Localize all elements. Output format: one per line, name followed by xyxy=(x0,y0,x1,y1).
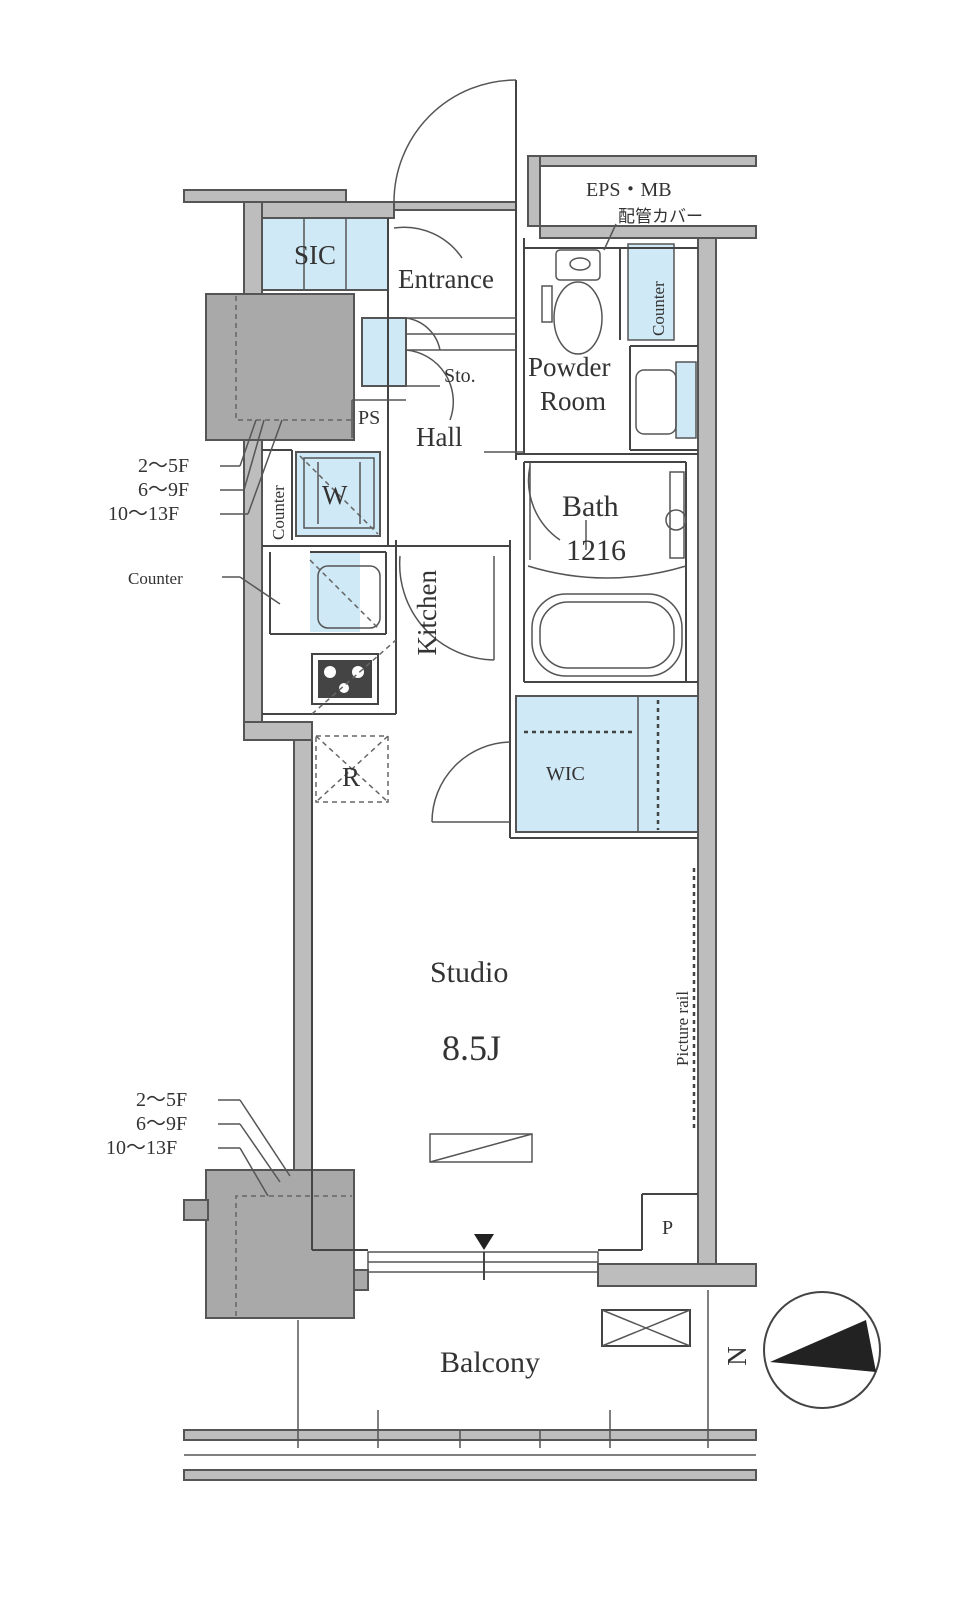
labels: EPS・MB 配管カバー SIC Entrance Sto. PS Hall P… xyxy=(106,179,703,1379)
powder-shelf xyxy=(675,361,697,439)
air-conditioner-icon xyxy=(429,1133,533,1163)
studio-label: Studio xyxy=(430,956,508,989)
bathtub-icon xyxy=(527,471,687,677)
floor-note-top-2: 6〜9F xyxy=(138,479,189,501)
floor-note-leaders xyxy=(218,419,291,1197)
pipe-space-label: PS xyxy=(358,407,380,429)
studio-size-label: 8.5J xyxy=(442,1028,501,1068)
powder-room-label-1: Powder xyxy=(528,352,611,382)
exterior-walls xyxy=(183,155,757,1481)
kitchen-label: Kitchen xyxy=(412,570,442,656)
entrance-label: Entrance xyxy=(398,264,494,294)
counter-kitchen-label: Counter xyxy=(128,569,183,588)
floor-note-bottom-1: 2〜5F xyxy=(136,1089,187,1111)
floor-note-bottom-2: 6〜9F xyxy=(136,1113,187,1135)
bath-label: Bath xyxy=(562,490,619,523)
powder-counter xyxy=(627,243,675,341)
refrigerator-label: R xyxy=(342,762,360,792)
toilet-icon xyxy=(541,249,603,355)
washer-icon xyxy=(299,455,379,535)
counter-powder-label: Counter xyxy=(649,281,668,336)
north-arrow-icon xyxy=(770,1320,876,1372)
wic-closet xyxy=(515,695,699,833)
wic-label: WIC xyxy=(546,763,585,785)
doors xyxy=(367,79,617,1280)
compass: N xyxy=(722,1291,881,1409)
shoe-storage xyxy=(361,317,407,387)
washer-label: W xyxy=(322,480,348,510)
stove-icon xyxy=(311,639,397,715)
powder-room-label-2: Room xyxy=(540,386,606,416)
fixtures xyxy=(299,249,691,1347)
counter-left-label: Counter xyxy=(269,485,288,540)
bath-size-label: 1216 xyxy=(566,534,626,567)
outdoor-unit-icon xyxy=(601,1309,691,1347)
pipe-cover-label: 配管カバー xyxy=(618,207,703,226)
floor-note-bottom-3: 10〜13F xyxy=(106,1137,177,1159)
floor-note-top-1: 2〜5F xyxy=(138,455,189,477)
eps-mb-label: EPS・MB xyxy=(586,179,672,201)
p-label: P xyxy=(662,1217,673,1239)
kitchen-sink-icon xyxy=(309,559,381,631)
compass-north-label: N xyxy=(722,1346,752,1366)
balcony-label: Balcony xyxy=(440,1346,540,1379)
sic-closet xyxy=(261,217,389,291)
hall-label: Hall xyxy=(416,422,463,452)
sic-label: SIC xyxy=(294,240,336,270)
structural-columns xyxy=(183,293,369,1319)
storage-label: Sto. xyxy=(444,365,476,387)
picture-rail-label: Picture rail xyxy=(673,991,692,1066)
floor-note-top-3: 10〜13F xyxy=(108,503,179,525)
powder-sink-icon xyxy=(635,369,677,435)
refrigerator-icon xyxy=(315,735,389,803)
entry-arrow-icon xyxy=(474,1234,494,1250)
interior-walls xyxy=(262,202,698,1251)
